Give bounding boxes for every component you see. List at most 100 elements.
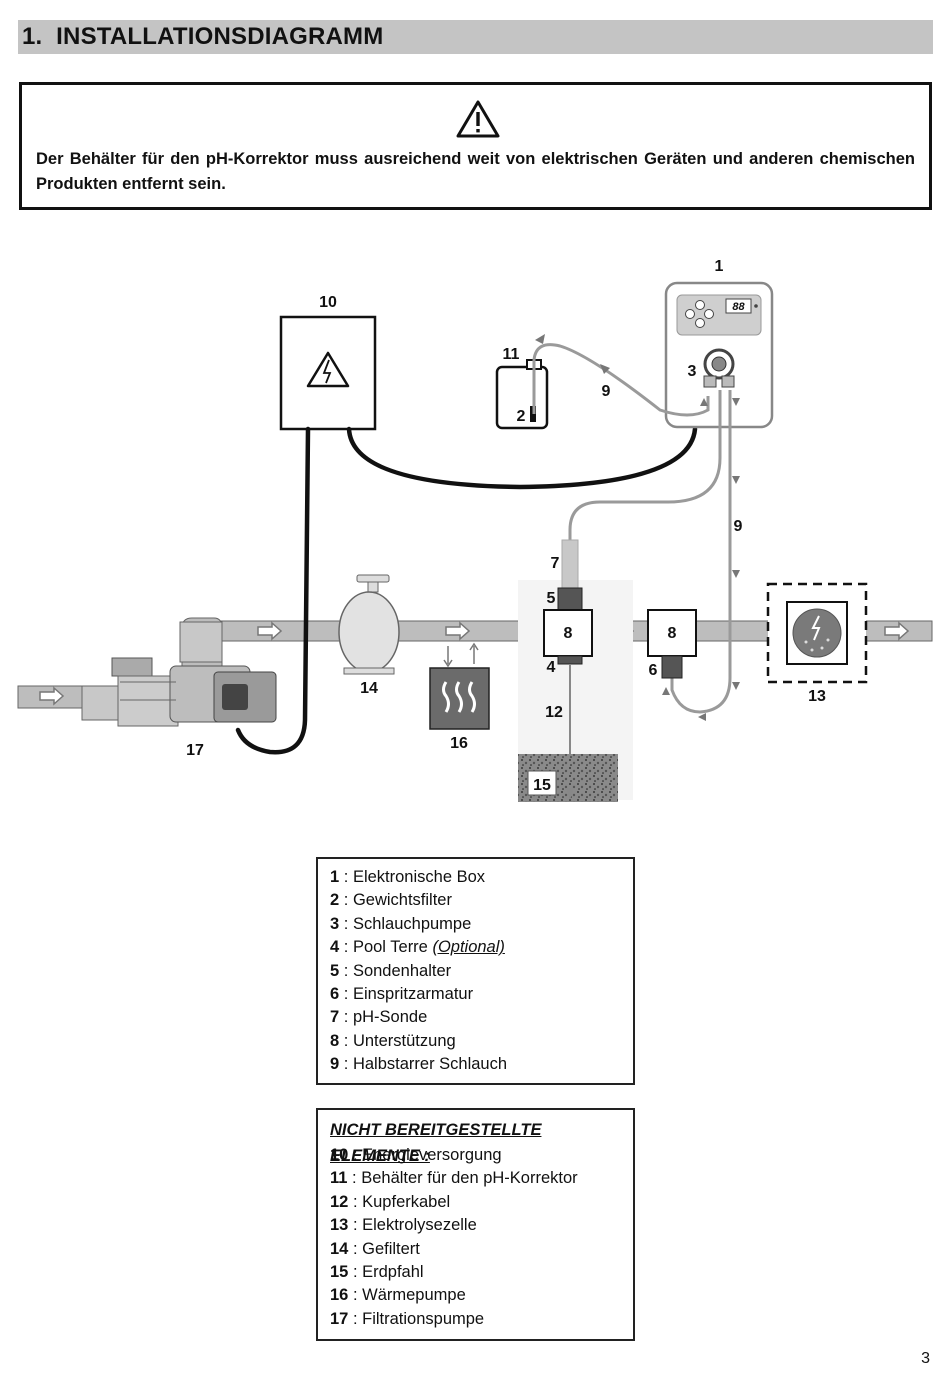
legend-separator: : xyxy=(348,1309,363,1328)
legend-number: 14 xyxy=(330,1239,349,1258)
diagram-labels: 1 2 3 4 5 6 7 8 8 9 9 10 11 12 13 14 15 … xyxy=(186,258,826,794)
legend-separator: : xyxy=(348,1216,363,1235)
legend-number: 16 xyxy=(330,1286,349,1305)
label-9a: 9 xyxy=(602,383,611,400)
installation-diagram: 88 xyxy=(17,258,933,802)
legend-item: 6 : Einspritzarmatur xyxy=(330,983,621,1006)
legend-separator: : xyxy=(339,914,353,933)
label-17: 17 xyxy=(186,742,204,759)
legend-separator: : xyxy=(348,1192,363,1211)
ground-rod xyxy=(518,754,618,802)
legend-item: 17 : Filtrationspumpe xyxy=(330,1308,621,1331)
legend-number: 11 xyxy=(330,1169,348,1188)
legend-text: Energieversorgung xyxy=(362,1146,502,1164)
label-14: 14 xyxy=(360,680,378,697)
sand-filter xyxy=(338,574,400,675)
legend-separator: : xyxy=(347,1169,362,1188)
legend-text: Einspritzarmatur xyxy=(352,984,474,1003)
legend-item: 5 : Sondenhalter xyxy=(330,960,621,983)
legend-text: Erdpfahl xyxy=(362,1262,424,1281)
legend-separator: : xyxy=(339,984,353,1003)
legend-number: 2 xyxy=(330,891,340,910)
legend-item: 13 : Elektrolysezelle xyxy=(330,1214,621,1237)
legend-item: 12 : Kupferkabel xyxy=(330,1191,621,1214)
section-number: 1. xyxy=(22,23,43,50)
legend-separator: : xyxy=(339,868,353,886)
legend-number: 15 xyxy=(330,1262,349,1281)
legend-separator: : xyxy=(339,961,353,980)
legend-separator: : xyxy=(348,1239,363,1258)
legend-text: Sondenhalter xyxy=(352,961,452,980)
legend-separator: : xyxy=(339,938,353,957)
legend-text: Schlauchpumpe xyxy=(352,914,472,933)
legend-item: 4 : Pool Terre (Optional) xyxy=(330,936,621,959)
legend-item: 2 : Gewichtsfilter xyxy=(330,889,621,912)
legend-number: 7 xyxy=(330,1008,340,1027)
legend-text: Gefiltert xyxy=(362,1239,420,1258)
legend-item: 14 : Gefiltert xyxy=(330,1238,621,1261)
label-4: 4 xyxy=(547,659,556,676)
section-title-text: INSTALLATIONSDIAGRAMM xyxy=(56,23,384,50)
section-title: 1. INSTALLATIONSDIAGRAMM xyxy=(18,20,933,54)
legend-item: 1 : Elektronische Box xyxy=(330,866,621,889)
legend-number: 5 xyxy=(330,961,340,980)
power-supply-box xyxy=(279,315,377,431)
legend-item: 3 : Schlauchpumpe xyxy=(330,913,621,936)
label-3: 3 xyxy=(688,363,697,380)
legend-text: Unterstützung xyxy=(352,1031,456,1050)
legend-item: 9 : Halbstarrer Schlauch xyxy=(330,1053,621,1076)
filtration-pump xyxy=(81,617,277,727)
legend-number: 3 xyxy=(330,914,340,933)
legend-separator: : xyxy=(348,1286,363,1305)
heat-pump xyxy=(429,642,490,730)
legend-text: Elektrolysezelle xyxy=(362,1216,477,1235)
warning-triangle-icon xyxy=(456,100,500,138)
injection-assembly xyxy=(647,609,697,679)
optional-note: (Optional) xyxy=(432,938,505,957)
label-15: 15 xyxy=(533,777,551,794)
legend-separator: : xyxy=(348,1262,363,1281)
legend-separator: : xyxy=(339,1055,353,1074)
legend-not-supplied: NICHT BEREITGESTELLTE ELEMENTE : 10 : En… xyxy=(316,1108,635,1341)
label-7: 7 xyxy=(551,555,560,572)
legend-separator: : xyxy=(339,891,353,910)
legend-item: 8 : Unterstützung xyxy=(330,1030,621,1053)
warning-box: Der Behälter für den pH-Korrektor muss a… xyxy=(19,82,932,210)
electrolysis-cell xyxy=(766,582,868,684)
legend-text: Kupferkabel xyxy=(362,1192,451,1211)
legend-number: 13 xyxy=(330,1216,349,1235)
legend-item: 10 : Energieversorgung xyxy=(330,1144,621,1167)
label-2: 2 xyxy=(517,408,526,425)
legend-item: 16 : Wärmepumpe xyxy=(330,1284,621,1307)
label-16: 16 xyxy=(450,735,468,752)
legend-separator: : xyxy=(348,1146,363,1164)
page-number: 3 xyxy=(921,1350,930,1367)
legend-number: 1 xyxy=(330,868,340,886)
legend-item: 11 : Behälter für den pH-Korrektor xyxy=(330,1167,621,1190)
legend-text: Halbstarrer Schlauch xyxy=(352,1055,508,1074)
semi-rigid-hose xyxy=(532,343,732,714)
legend-text: Wärmepumpe xyxy=(362,1286,466,1305)
legend-separator: : xyxy=(339,1031,353,1050)
label-6: 6 xyxy=(649,662,658,679)
electronic-box: 88 xyxy=(664,281,774,429)
legend-text: Pool Terre xyxy=(352,938,433,957)
legend-number: 8 xyxy=(330,1031,340,1050)
label-5: 5 xyxy=(547,590,556,607)
legend-item: 15 : Erdpfahl xyxy=(330,1261,621,1284)
label-12: 12 xyxy=(545,704,563,721)
legend-text: pH-Sonde xyxy=(352,1008,428,1027)
legend-number: 12 xyxy=(330,1192,349,1211)
legend-text: Gewichtsfilter xyxy=(352,891,452,910)
label-13: 13 xyxy=(808,688,826,705)
display-readout: 88 xyxy=(732,301,745,313)
legend-number: 6 xyxy=(330,984,340,1003)
legend-heading: NICHT BEREITGESTELLTE ELEMENTE : xyxy=(330,1121,542,1165)
legend-number: 4 xyxy=(330,938,340,957)
label-1: 1 xyxy=(715,258,724,275)
hose-direction-arrows xyxy=(535,334,740,721)
label-9b: 9 xyxy=(734,518,743,535)
legend-item: 7 : pH-Sonde xyxy=(330,1006,621,1029)
label-11: 11 xyxy=(503,346,520,363)
legend-supplied: 1 : Elektronische Box 2 : Gewichtsfilter… xyxy=(316,857,635,1085)
